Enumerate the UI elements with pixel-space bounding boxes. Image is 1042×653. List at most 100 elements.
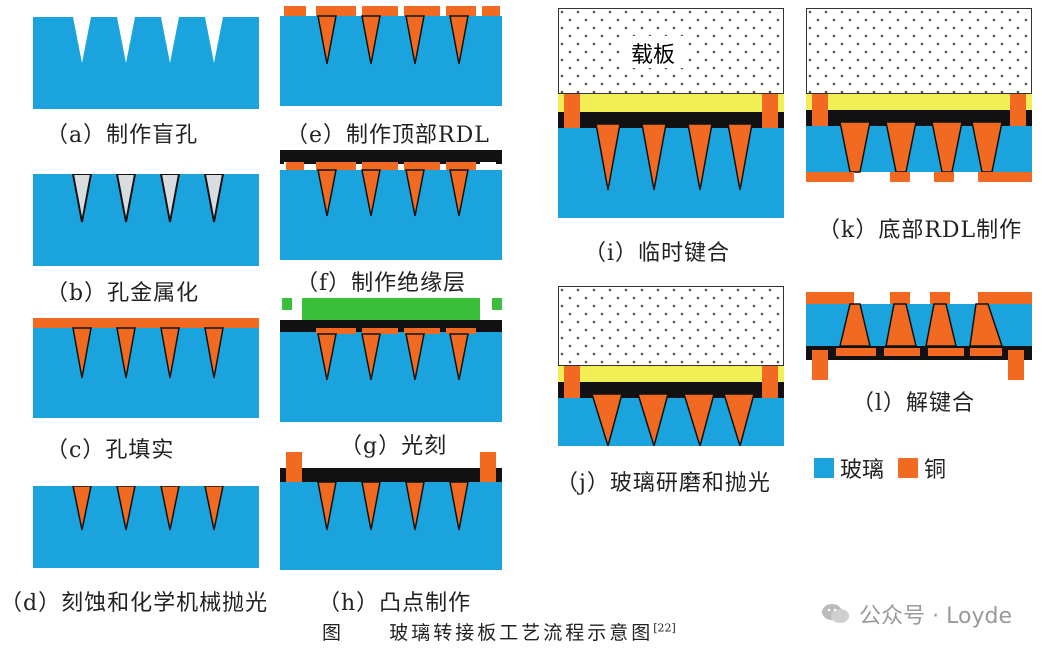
filled-via bbox=[317, 333, 337, 381]
filled-via bbox=[116, 327, 136, 379]
copper-bump bbox=[812, 350, 828, 380]
panel-i: 载板 bbox=[558, 8, 784, 218]
wechat-icon bbox=[822, 604, 850, 623]
bottom-rdl-pad bbox=[978, 172, 1032, 182]
rdl-trace bbox=[836, 348, 876, 356]
filled-via bbox=[361, 333, 381, 381]
panel-g bbox=[280, 298, 502, 422]
glass-substrate bbox=[280, 482, 502, 570]
photoresist bbox=[492, 298, 502, 310]
filled-via bbox=[449, 15, 469, 65]
glass-substrate bbox=[33, 326, 259, 418]
filled-via bbox=[449, 333, 469, 381]
panel-e bbox=[280, 6, 502, 106]
filled-via bbox=[405, 333, 425, 381]
panel-k bbox=[806, 8, 1032, 186]
glass-substrate bbox=[33, 486, 259, 568]
filled-via bbox=[204, 327, 224, 379]
carrier-board bbox=[806, 8, 1032, 94]
filled-via bbox=[641, 123, 667, 191]
watermark-text: 公众号 · Loyde bbox=[859, 604, 1012, 629]
panel-b bbox=[33, 174, 259, 266]
insulation-layer bbox=[280, 468, 502, 482]
filled-via bbox=[839, 121, 871, 173]
panel-l bbox=[806, 292, 1032, 382]
filled-via bbox=[722, 393, 755, 446]
top-rdl-pad bbox=[316, 6, 356, 16]
legend-copper-label: 铜 bbox=[924, 458, 947, 483]
carrier-label: 载板 bbox=[631, 43, 675, 68]
copper-bump bbox=[762, 366, 778, 398]
adhesive-layer bbox=[558, 94, 784, 112]
blind-via bbox=[73, 17, 91, 63]
caption-f: （f）制作绝缘层 bbox=[296, 271, 467, 296]
figure-caption-ref: [22] bbox=[653, 621, 676, 635]
filled-via bbox=[405, 481, 425, 531]
copper-bump bbox=[564, 94, 580, 128]
filled-via bbox=[317, 15, 337, 65]
rdl-trace bbox=[884, 348, 920, 356]
adhesive-layer bbox=[558, 366, 784, 382]
bottom-rdl-pad bbox=[806, 292, 854, 304]
watermark: 公众号 · Loyde bbox=[821, 598, 1012, 630]
glass-substrate bbox=[280, 170, 502, 260]
filled-via bbox=[449, 481, 469, 531]
caption-c: （c）孔填实 bbox=[46, 438, 175, 463]
caption-h: （h）凸点制作 bbox=[318, 591, 472, 616]
copper-swatch-icon bbox=[898, 458, 919, 478]
bottom-rdl-pad bbox=[806, 172, 854, 182]
filled-via bbox=[405, 169, 425, 217]
blind-via bbox=[205, 17, 223, 63]
copper-bump bbox=[762, 94, 778, 128]
filled-via bbox=[72, 486, 92, 531]
top-rdl-pad bbox=[404, 6, 440, 16]
metallized-via bbox=[159, 174, 181, 223]
filled-via bbox=[449, 169, 469, 217]
caption-j: （j）玻璃研磨和抛光 bbox=[556, 471, 771, 496]
filled-via bbox=[405, 15, 425, 65]
filled-via bbox=[636, 393, 669, 446]
top-rdl-pad bbox=[446, 162, 476, 170]
filled-via bbox=[682, 393, 715, 446]
caption-k: （k）底部RDL制作 bbox=[818, 218, 1023, 243]
bottom-rdl-pad bbox=[978, 292, 1032, 304]
filled-via bbox=[72, 327, 92, 379]
caption-b: （b）孔金属化 bbox=[46, 281, 200, 306]
glass-substrate bbox=[280, 16, 502, 106]
panel-a bbox=[33, 17, 259, 109]
panel-j bbox=[558, 286, 784, 446]
bottom-rdl-pad bbox=[890, 292, 910, 304]
glass-substrate bbox=[33, 17, 259, 109]
insulation-layer bbox=[280, 150, 502, 164]
top-rdl-pad bbox=[446, 328, 476, 334]
filled-via bbox=[116, 486, 136, 531]
copper-bump bbox=[286, 452, 302, 482]
top-rdl-pad bbox=[482, 6, 500, 16]
filled-via bbox=[590, 393, 623, 446]
figure-caption: 图 玻璃转接板工艺流程示意图[22] bbox=[322, 618, 676, 645]
photoresist bbox=[282, 298, 292, 310]
top-rdl-pad bbox=[362, 162, 398, 170]
glass-substrate bbox=[33, 174, 259, 266]
rdl-trace bbox=[928, 348, 964, 356]
blind-via bbox=[117, 17, 135, 63]
filled-via bbox=[317, 169, 337, 217]
top-rdl-pad bbox=[284, 6, 306, 16]
metallized-via bbox=[203, 174, 225, 223]
panel-f bbox=[280, 150, 502, 260]
filled-via bbox=[727, 123, 753, 191]
bottom-rdl-pad bbox=[890, 172, 910, 182]
panel-c bbox=[33, 318, 259, 418]
bottom-rdl-pad bbox=[934, 172, 954, 182]
filled-via bbox=[687, 123, 713, 191]
top-rdl-pad bbox=[286, 162, 304, 170]
figure-caption-title: 玻璃转接板工艺流程示意图 bbox=[389, 622, 654, 644]
legend-glass-label: 玻璃 bbox=[840, 458, 885, 483]
filled-via bbox=[160, 327, 180, 379]
panel-d bbox=[33, 486, 259, 568]
top-rdl-pad bbox=[446, 6, 476, 16]
glass-substrate bbox=[558, 128, 784, 218]
bottom-rdl-pad bbox=[930, 292, 950, 304]
caption-l: （l）解键合 bbox=[852, 391, 976, 416]
top-rdl-pad bbox=[404, 328, 440, 334]
